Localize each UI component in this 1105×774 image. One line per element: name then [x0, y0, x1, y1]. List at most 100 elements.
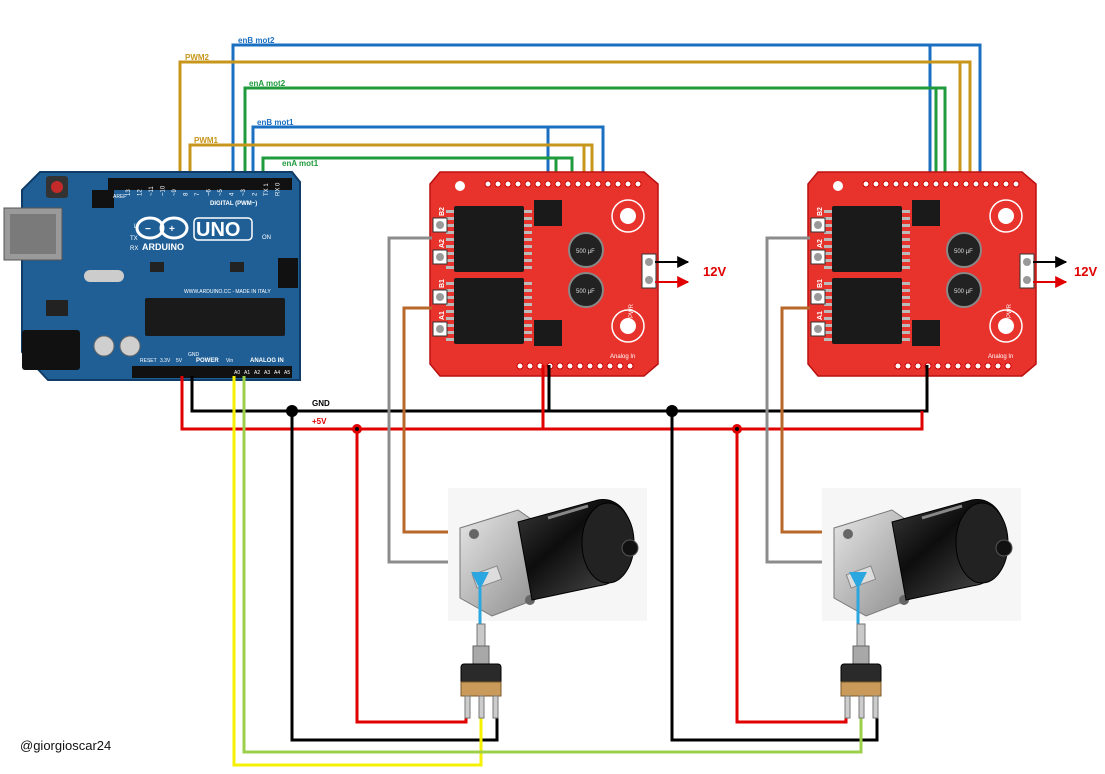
chip-pin [524, 245, 532, 248]
potentiometer-1 [460, 623, 502, 719]
svg-text:+: + [169, 224, 175, 235]
chip-pin [902, 303, 910, 306]
chip-pin [902, 259, 910, 262]
chip-pin [446, 238, 454, 241]
header-pin [586, 362, 594, 370]
gear-motor-1 [448, 488, 647, 621]
terminal-label-b1: B1 [439, 279, 446, 288]
chip-pin [446, 331, 454, 334]
header-pin [626, 362, 634, 370]
tx-label: TX [130, 236, 138, 242]
wire-ena-mot2 [243, 86, 947, 178]
chip-pin [446, 289, 454, 292]
chip-pin [902, 324, 910, 327]
header-pin [902, 180, 910, 188]
chip-pin [524, 289, 532, 292]
on-label: ON [262, 235, 271, 241]
chip-pin [902, 224, 910, 227]
power-bus: GND +5V [180, 365, 929, 767]
label-gnd: GND [312, 399, 330, 408]
header-pin [984, 362, 992, 370]
label-12v-1: 12V [703, 264, 726, 279]
plus5v-to-pot-1 [355, 429, 468, 724]
chip-pin [902, 217, 910, 220]
terminal-label-b1: B1 [817, 279, 824, 288]
driver-chip [454, 278, 524, 344]
digital-pin-label: 12 [138, 189, 144, 196]
header-pin [882, 180, 890, 188]
chip-pin [902, 317, 910, 320]
chip-pin [902, 331, 910, 334]
digital-pin-label: TX 1 [264, 183, 270, 196]
driver-chip [454, 206, 524, 272]
analog-label: ANALOG IN [250, 358, 284, 364]
l-label: L [134, 224, 138, 230]
digital-pin-label: ~5 [218, 188, 224, 196]
capacitor [946, 272, 982, 308]
arduino-brand-text: ARDUINO [142, 242, 184, 252]
website-label: WWW.ARDUINO.CC - MADE IN ITALY [184, 289, 271, 295]
header-pin [526, 362, 534, 370]
power-label: POWER [196, 358, 219, 364]
power-jack [22, 330, 80, 370]
pot-pin [464, 695, 471, 719]
pwr-label: PWR [1007, 303, 1013, 318]
capacitor-label: 500 µF [954, 289, 973, 295]
label-pwm1: PWM1 [194, 136, 219, 145]
chip-pin [524, 224, 532, 227]
regulator [534, 320, 562, 346]
header-pin [952, 180, 960, 188]
chip-pin [524, 252, 532, 255]
header-pin [634, 180, 642, 188]
pot-pin [478, 695, 485, 719]
motor-1-wire-b [387, 236, 468, 564]
header-pin [992, 180, 1000, 188]
supply-12v-1: 12V [655, 256, 726, 288]
chip-pin [824, 231, 832, 234]
header-pin [1004, 362, 1012, 370]
analog-pin-label: A0 [234, 370, 240, 376]
capacitor [946, 232, 982, 268]
chip-pin [524, 231, 532, 234]
reset-label: RESET [140, 358, 157, 364]
terminal-screw [1023, 276, 1031, 284]
pot-pin [844, 695, 851, 719]
terminal-screw [1023, 258, 1031, 266]
terminal-screw [814, 221, 822, 229]
header-pin [922, 180, 930, 188]
header-pin [564, 180, 572, 188]
arduino-uno-board: − + UNO ARDUINO DIGITAL (PWM~) ANALOG IN… [3, 171, 301, 381]
vin-label: Vin [226, 358, 233, 364]
digital-pin-label: 4 [230, 192, 236, 196]
chip-pin [446, 217, 454, 220]
chip-pin [902, 231, 910, 234]
potentiometer-2 [840, 623, 882, 719]
wire-pwm1 [188, 143, 594, 178]
chip-pin [446, 317, 454, 320]
signal-labels: enB mot2 PWM2 enA mot2 enB mot1 PWM1 enA… [185, 36, 319, 168]
chip-pin [524, 331, 532, 334]
terminal-screw [436, 293, 444, 301]
wire-enb-mot2 [231, 43, 982, 178]
arduino-model-text: UNO [196, 219, 240, 241]
capacitor-label: 500 µF [576, 249, 595, 255]
regulator [912, 320, 940, 346]
header-pin [574, 180, 582, 188]
header-pin [624, 180, 632, 188]
pot-bushing [852, 645, 870, 665]
pot-bushing [472, 645, 490, 665]
header-pin [1002, 180, 1010, 188]
header-pin [872, 180, 880, 188]
digital-label: DIGITAL (PWM~) [210, 201, 257, 207]
label-enb-mot2: enB mot2 [238, 36, 275, 45]
header-pin [556, 362, 564, 370]
chip-pin [902, 338, 910, 341]
header-pin [892, 180, 900, 188]
digital-header [108, 178, 292, 190]
chip-pin [902, 296, 910, 299]
terminal-screw [436, 221, 444, 229]
pot-base [460, 681, 502, 697]
aref-label: AREF [113, 194, 126, 200]
